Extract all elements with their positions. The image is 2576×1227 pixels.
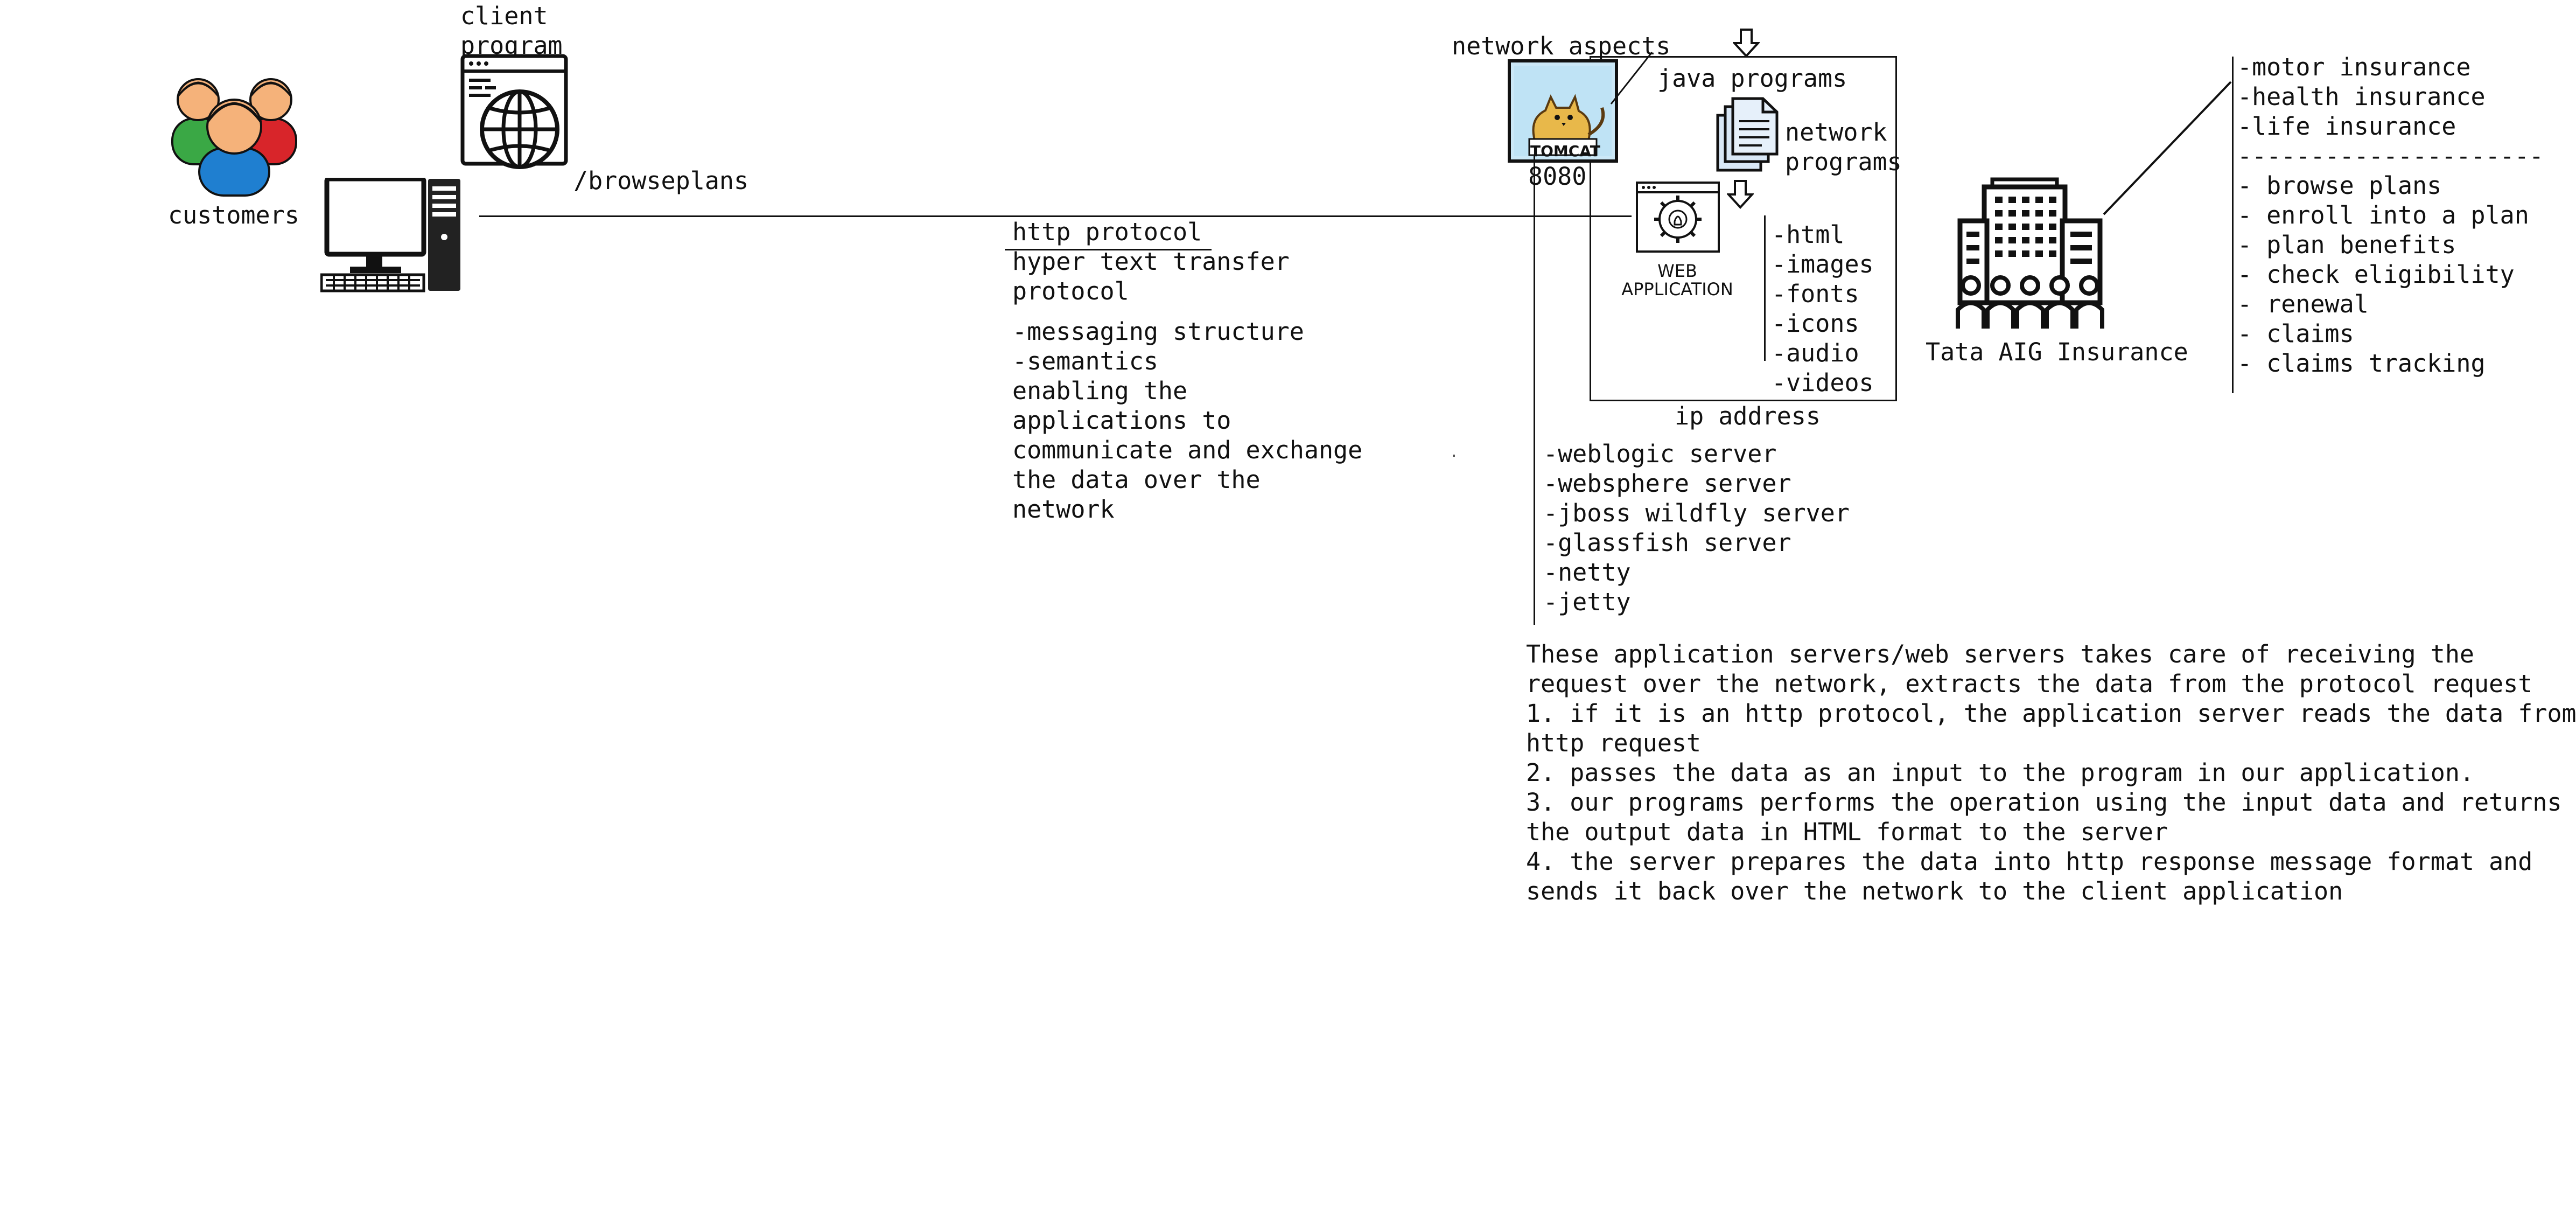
tomcat-caption: TOMCAT [1530,142,1600,160]
resources-bracket-line [1764,215,1766,361]
list-item: -semantics [1012,347,1158,375]
port-label: 8080 [1528,162,1587,191]
list-item: - renewal [2237,290,2369,318]
customers-icon [167,67,302,197]
list-item: - claims [2237,319,2354,348]
list-item: -jetty [1543,588,1631,616]
list-item: http request [1526,729,1702,757]
http-protocol-label: http protocol [1012,218,1202,246]
network-programs-text: network programs [1785,118,1902,176]
network-aspects-label: network aspects [1452,32,1671,60]
list-item: - plan benefits [2237,231,2456,259]
tomcat-connector-line [1610,51,1653,105]
list-item: - enroll into a plan [2237,201,2529,229]
list-item: -images [1772,250,1874,278]
list-item: enabling the [1012,377,1188,405]
explanation-text: These application servers/web servers ta… [1526,639,2576,906]
list-item: 1. if it is an http protocol, the applic… [1526,699,2576,728]
list-item: -motor insurance [2237,53,2471,81]
list-item: 3. our programs performs the operation u… [1526,788,2562,817]
list-item: - browse plans [2237,171,2442,200]
connection-line [479,215,1632,217]
list-item: -weblogic server [1543,440,1777,468]
down-arrow-icon [1732,28,1761,58]
list-item: the data over the [1012,465,1261,494]
web-application-container [1590,56,1897,401]
features-bracket-line [2232,57,2234,393]
java-programs-label: java programs [1657,64,1847,93]
company-connector-line [2103,81,2232,215]
request-path: /browseplans [573,166,749,195]
list-item: -netty [1543,558,1631,587]
list-item: the output data in HTML format to the se… [1526,818,2168,846]
server-stem-line [1534,156,1535,625]
list-item: -html [1772,220,1845,249]
list-item: 2. passes the data as an input to the pr… [1526,758,2474,787]
network-programs-label: network programs [1785,117,1902,177]
browser-globe-icon [460,54,568,175]
web-application-caption: WEB APPLICATION [1621,261,1733,299]
customers-label: customers [168,201,299,229]
ip-address-label: ip address [1675,402,1821,430]
list-item: -videos [1772,368,1874,397]
down-arrow-icon-2 [1726,179,1755,209]
list-item: -health insurance [2237,82,2486,111]
list-item: -websphere server [1543,469,1791,498]
list-item: -fonts [1772,280,1859,308]
list-item: - claims tracking [2237,349,2486,378]
web-application-icon [1635,180,1721,256]
document-stack-icon [1716,97,1780,172]
servers-list: -weblogic server-websphere server-jboss … [1543,439,1850,617]
protocol-underline [1005,249,1212,250]
list-item: request over the network, extracts the d… [1526,670,2533,698]
list-item: sends it back over the network to the cl… [1526,877,2343,905]
client-program-label: client program [460,1,584,60]
separator-line: --------------------- [2237,142,2544,170]
list-item: -messaging structure [1012,317,1304,346]
company-name: Tata AIG Insurance [1926,338,2188,366]
tomcat-logo-icon [1508,59,1618,163]
list-item: - check eligibility [2237,260,2515,289]
list-item: applications to [1012,406,1231,435]
list-item: -jboss wildfly server [1543,499,1850,527]
insurance-types-list: -motor insurance-health insurance-life i… [2237,52,2486,141]
desktop-computer-icon [320,176,463,294]
list-item: These application servers/web servers ta… [1526,640,2474,668]
list-item: -audio [1772,339,1859,367]
list-item: -glassfish server [1543,528,1791,557]
list-item: network [1012,495,1115,524]
stray-dot [1453,455,1455,457]
resources-list: -html-images-fonts-icons-audio-videos [1772,220,1874,398]
list-item: -icons [1772,309,1859,338]
list-item: 4. the server prepares the data into htt… [1526,847,2533,876]
list-item: communicate and exchange [1012,436,1363,464]
list-item: -life insurance [2237,112,2456,141]
office-building-icon [1955,175,2105,337]
features-list: - browse plans- enroll into a plan- plan… [2237,171,2529,378]
client-program-text: client program [460,2,563,60]
http-full-name: hyper text transfer protocol [1012,247,1290,305]
